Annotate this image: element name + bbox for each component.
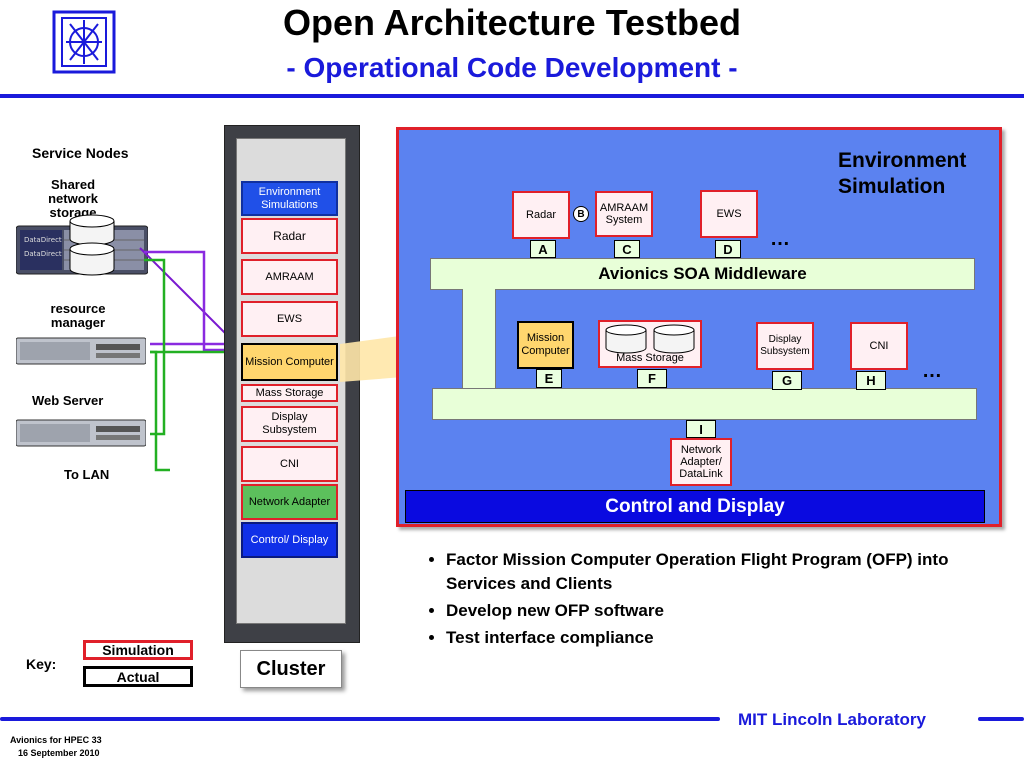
- node-mission-computer: Mission Computer: [517, 321, 574, 369]
- lan-label: To LAN: [64, 467, 110, 482]
- node-cni: CNI: [850, 322, 908, 370]
- port-d: D: [715, 240, 741, 258]
- mass-storage-disks-icon: [605, 324, 695, 354]
- environment-simulation-title: Environment Simulation: [838, 149, 967, 198]
- page-subtitle: - Operational Code Development -: [286, 52, 738, 83]
- key-actual: Actual: [83, 666, 193, 687]
- footer-rule-right: [978, 717, 1024, 721]
- lower-bus: [432, 388, 977, 420]
- cluster-caption: Cluster: [240, 650, 342, 688]
- footer-rule-left: [0, 717, 720, 721]
- resource-manager-label: resource manager: [50, 301, 106, 330]
- rack-slot-control-display: Control/ Display: [241, 522, 338, 558]
- rack-slot-amraam: AMRAAM: [241, 259, 338, 295]
- bottom-ellipsis: …: [922, 360, 942, 382]
- web-server-label: Web Server: [32, 393, 104, 408]
- bus-connector: [462, 289, 496, 393]
- port-c: C: [614, 240, 640, 258]
- control-and-display-bar: Control and Display: [405, 490, 985, 523]
- node-display-subsystem: Display Subsystem: [756, 322, 814, 370]
- svg-text:DataDirect: DataDirect: [24, 250, 62, 258]
- avionics-soa-middleware: Avionics SOA Middleware: [430, 258, 975, 290]
- port-g: G: [772, 371, 802, 390]
- rack-slot-radar: Radar: [241, 218, 338, 254]
- bullet-list: Factor Mission Computer Operation Flight…: [420, 548, 986, 653]
- rack-slot-mass-storage: Mass Storage: [241, 384, 338, 402]
- node-network-adapter-datalink: Network Adapter/ DataLink: [670, 438, 732, 486]
- mass-storage-label: Mass Storage: [616, 352, 684, 364]
- footer-date: 16 September 2010: [18, 748, 100, 758]
- rack-slot-ews: EWS: [241, 301, 338, 337]
- port-e: E: [536, 369, 562, 388]
- footer-lab: MIT Lincoln Laboratory: [738, 710, 926, 729]
- port-h: H: [856, 371, 886, 390]
- node-mass-storage: Mass Storage: [598, 320, 702, 368]
- port-f: F: [637, 369, 667, 388]
- node-ews: EWS: [700, 190, 758, 238]
- rack-slot-cni: CNI: [241, 446, 338, 482]
- bullet-item: Test interface compliance: [446, 626, 986, 650]
- footer-slide: Avionics for HPEC 33: [10, 735, 102, 745]
- svg-text:DataDirect: DataDirect: [24, 236, 62, 244]
- page-title: Open Architecture Testbed: [282, 2, 742, 43]
- port-a: A: [530, 240, 556, 258]
- key-simulation: Simulation: [83, 640, 193, 660]
- node-radar: Radar: [512, 191, 570, 239]
- top-ellipsis: …: [770, 228, 790, 250]
- lincoln-logo: [52, 10, 116, 74]
- port-i: I: [686, 420, 716, 438]
- database-icon: [68, 213, 116, 277]
- bullet-item: Factor Mission Computer Operation Flight…: [446, 548, 986, 596]
- key-label: Key:: [26, 656, 57, 672]
- rack-slot-environment: Environment Simulations: [241, 181, 338, 216]
- service-nodes-heading: Service Nodes: [32, 145, 129, 161]
- rack-slot-network-adapter: Network Adapter: [241, 484, 338, 520]
- header-rule: [0, 94, 1024, 98]
- rack-slot-display-subsystem: Display Subsystem: [241, 406, 338, 442]
- rack-server-icon: [15, 334, 147, 368]
- bullet-item: Develop new OFP software: [446, 599, 986, 623]
- node-amraam-system: AMRAAM System: [595, 191, 653, 237]
- node-b-marker: B: [573, 206, 589, 222]
- rack-slot-mission-computer: Mission Computer: [241, 343, 338, 381]
